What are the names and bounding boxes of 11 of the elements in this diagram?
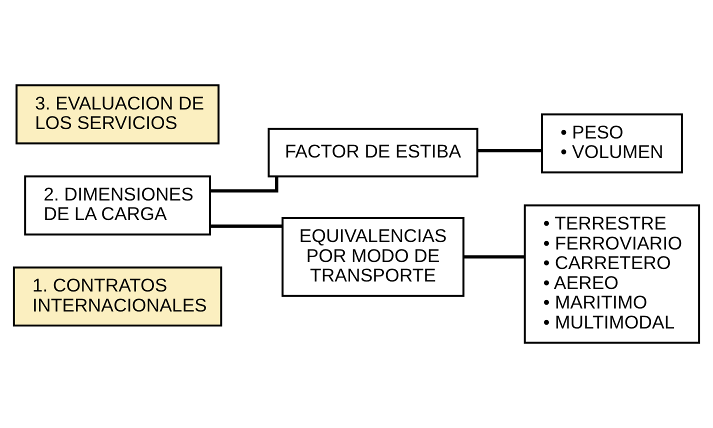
node-box: EQUIVALENCIAS POR MODO DE TRANSPORTE	[282, 216, 464, 297]
connector	[210, 176, 278, 193]
node-box: • TERRESTRE • FERROVIARIO • CARRETERO • AEREO • MARITIMO • MULTIMODAL	[524, 204, 700, 344]
node-box: • PESO • VOLUMEN	[541, 113, 683, 174]
connector	[477, 148, 542, 152]
node-box: 3. EVALUACION DE LOS SERVICIOS	[16, 84, 220, 144]
connector	[464, 255, 524, 259]
node-box: FACTOR DE ESTIBA	[268, 128, 478, 178]
connector	[210, 224, 282, 228]
node-box: 2. DIMENSIONES DE LA CARGA	[24, 175, 211, 236]
node-box: 1. CONTRATOS INTERNACIONALES	[12, 266, 222, 327]
